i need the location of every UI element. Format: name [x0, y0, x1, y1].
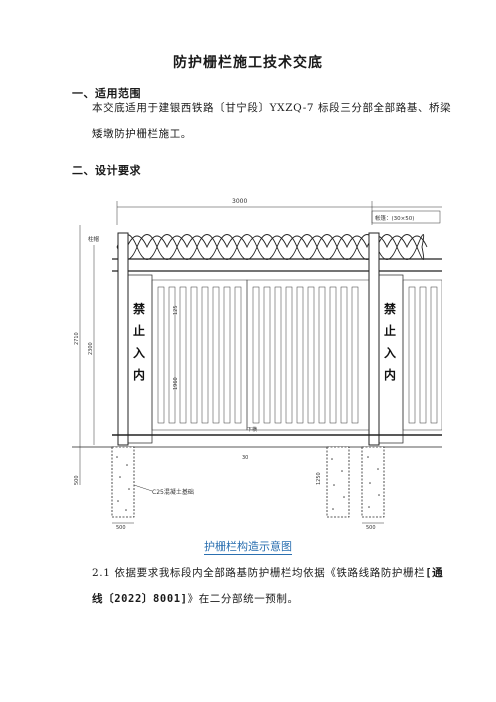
sign-left-char-2: 止 — [133, 323, 145, 338]
post-cap-label: 柱帽 — [88, 235, 100, 243]
left-dim-2710: 2710 — [74, 332, 80, 345]
scope-paragraph: 本交底适用于建银西铁路〔甘宁段〕YXZQ-7 标段三分部全部路基、桥梁矮墩防护栅… — [92, 102, 452, 140]
mesh-panels — [151, 279, 442, 431]
figure-caption: 护栅栏构造示意图 — [0, 538, 496, 555]
sign-left-char-3: 入 — [133, 346, 145, 360]
sign-right-char-2: 止 — [384, 323, 396, 338]
bottom-dim-2: 500 — [366, 525, 376, 530]
sign-left-char-4: 内 — [133, 367, 145, 382]
lower-rail-label: 下横 — [247, 426, 257, 433]
panel-dim-125: 125 — [173, 305, 179, 315]
design-paragraph-suffix: 》在二分部统一预制。 — [187, 593, 299, 605]
section-heading-design: 二、设计要求 — [72, 164, 141, 177]
document-title: 防护栅栏施工技术交底 — [173, 55, 323, 71]
figure-caption-text: 护栅栏构造示意图 — [204, 540, 292, 555]
footing-label: C25混凝土基础 — [152, 488, 194, 496]
left-dim-500: 500 — [74, 475, 80, 485]
sign-right-char-4: 内 — [384, 367, 396, 382]
design-paragraph: 2.1 依据要求我标段内全部路基防护栅栏均依据《铁路线路防护栅栏[通线〔2022… — [72, 560, 452, 612]
barbed-wire-coils — [116, 234, 428, 260]
top-bar-label: 帐篷：(30×50) — [375, 214, 414, 222]
mid-dim-label: 30 — [242, 455, 248, 461]
design-paragraph-code: [通线〔2022〕8001] — [92, 567, 444, 605]
concrete-footings — [111, 446, 385, 518]
section-heading-scope: 一、适用范围 — [72, 87, 141, 100]
bottom-dim-3: 1250 — [316, 472, 322, 485]
left-dim-2300: 2300 — [88, 342, 94, 355]
panel-dim-1960: 1960 — [173, 377, 179, 390]
sign-right-char-3: 入 — [384, 346, 396, 360]
bottom-dim-1: 500 — [116, 525, 126, 530]
dim-top-label: 3000 — [232, 198, 247, 205]
fence-drawing: 3000 柱帽 帐篷：(30×50) 禁 止 入 内 禁 止 入 内 125 — [72, 198, 442, 530]
sign-right-char-1: 禁 — [384, 301, 396, 316]
design-paragraph-prefix: 2.1 依据要求我标段内全部路基防护栅栏均依据《铁路线路防护栅栏 — [92, 567, 426, 579]
sign-left-char-1: 禁 — [133, 301, 145, 316]
